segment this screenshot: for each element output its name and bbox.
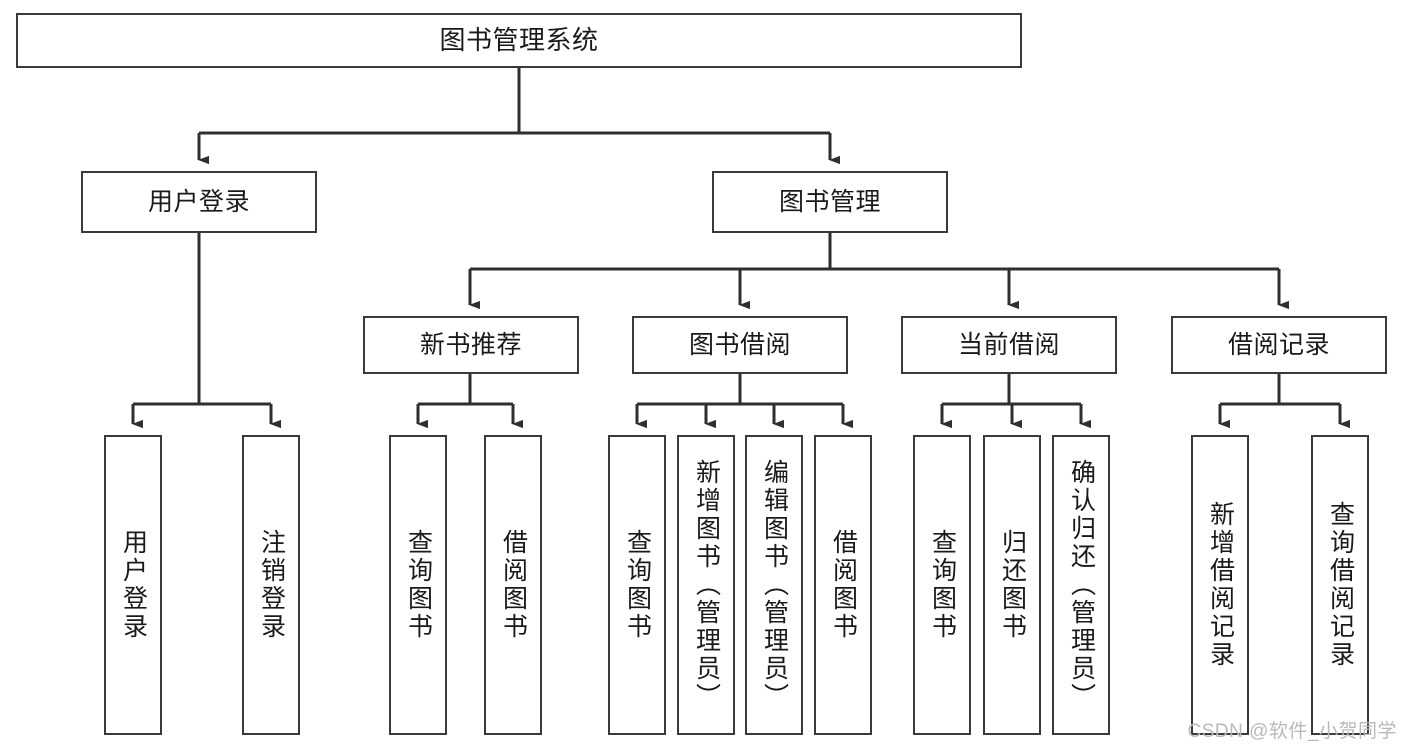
node-leaf-confirm-return[interactable]: 确认归还（管理员） (1052, 435, 1110, 735)
node-leaf-user-login[interactable]: 用户登录 (104, 435, 162, 735)
node-leaf-label: 注销登录 (257, 529, 286, 641)
node-current-borrow[interactable]: 当前借阅 (901, 316, 1117, 374)
node-leaf-query-book-3[interactable]: 查询图书 (913, 435, 971, 735)
node-user-login[interactable]: 用户登录 (81, 171, 317, 233)
node-leaf-label: 确认归还（管理员） (1067, 459, 1096, 711)
node-leaf-return-book[interactable]: 归还图书 (983, 435, 1041, 735)
node-new-book-recommend[interactable]: 新书推荐 (363, 316, 579, 374)
node-leaf-borrow-book-2[interactable]: 借阅图书 (814, 435, 872, 735)
node-leaf-label: 编辑图书（管理员） (760, 459, 789, 711)
node-leaf-edit-book[interactable]: 编辑图书（管理员） (745, 435, 803, 735)
node-leaf-label: 查询图书 (623, 529, 652, 641)
node-leaf-add-record[interactable]: 新增借阅记录 (1191, 435, 1249, 735)
node-leaf-label: 查询图书 (928, 529, 957, 641)
node-leaf-query-record[interactable]: 查询借阅记录 (1311, 435, 1369, 735)
node-root-system[interactable]: 图书管理系统 (16, 13, 1022, 68)
node-book-manage[interactable]: 图书管理 (712, 171, 948, 233)
node-leaf-label: 用户登录 (119, 529, 148, 641)
node-leaf-label: 新增图书（管理员） (692, 459, 721, 711)
node-leaf-add-book[interactable]: 新增图书（管理员） (677, 435, 735, 735)
node-leaf-borrow-book-1[interactable]: 借阅图书 (484, 435, 542, 735)
node-leaf-label: 查询图书 (404, 529, 433, 641)
node-leaf-label: 新增借阅记录 (1206, 501, 1235, 669)
node-borrow-record[interactable]: 借阅记录 (1171, 316, 1387, 374)
node-book-borrow[interactable]: 图书借阅 (632, 316, 848, 374)
node-leaf-query-book-1[interactable]: 查询图书 (389, 435, 447, 735)
node-leaf-label: 归还图书 (998, 529, 1027, 641)
node-leaf-label: 借阅图书 (829, 529, 858, 641)
node-leaf-query-book-2[interactable]: 查询图书 (608, 435, 666, 735)
csdn-watermark: CSDN @软件_小贺同学 (1187, 721, 1397, 742)
node-leaf-user-logout[interactable]: 注销登录 (242, 435, 300, 735)
node-leaf-label: 借阅图书 (499, 529, 528, 641)
node-leaf-label: 查询借阅记录 (1326, 501, 1355, 669)
